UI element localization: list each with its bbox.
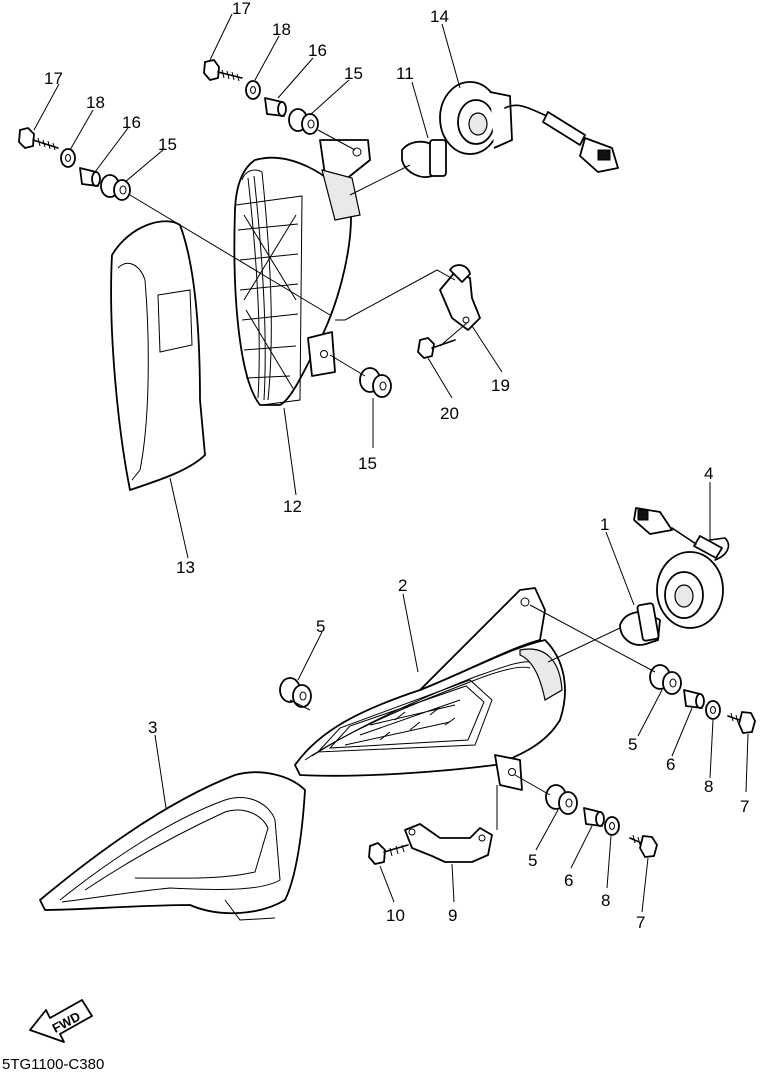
callout-6-lower: 6 (564, 871, 573, 890)
callout-16-top: 16 (308, 41, 327, 60)
callout-3: 3 (148, 718, 157, 737)
collar-16-left (79, 167, 101, 187)
bracket-19 (439, 264, 481, 331)
callout-18-left: 18 (86, 93, 105, 112)
callout-2: 2 (398, 576, 407, 595)
washer-18-top (245, 80, 261, 100)
callout-20: 20 (440, 404, 459, 423)
washer-8-lower (604, 816, 620, 836)
collar-16-top (264, 97, 287, 117)
grommet-15-left (100, 174, 131, 201)
bolt-17-top (203, 59, 243, 82)
callout-6-right: 6 (666, 755, 675, 774)
grommet-15-top (288, 108, 319, 135)
lens-cover-upper (110, 220, 206, 491)
callout-4: 4 (704, 464, 713, 483)
lamp-body-lower (294, 587, 566, 791)
grommet-15-lower (359, 367, 392, 398)
bolt-17-left (18, 127, 59, 151)
washer-18-left (60, 148, 76, 168)
assembly-guide-lines-lower (289, 604, 656, 830)
collar-6-right (683, 689, 705, 709)
callout-5-right: 5 (628, 735, 637, 754)
grommet-5-lower (545, 784, 578, 815)
leader-lines (33, 13, 749, 913)
fwd-arrow: FWD (29, 999, 93, 1043)
screw-20 (417, 337, 456, 359)
callout-5-lower: 5 (528, 851, 537, 870)
callout-15-lower: 15 (358, 454, 377, 473)
callout-11: 11 (396, 64, 414, 83)
callout-7-lower: 7 (636, 913, 645, 932)
callout-10: 10 (386, 906, 405, 925)
washer-8-right (705, 700, 721, 720)
callout-12: 12 (283, 497, 302, 516)
lens-cover-lower (39, 771, 306, 921)
callout-18-top: 18 (272, 20, 291, 39)
screw-10 (368, 842, 409, 865)
lamp-body-upper (233, 139, 371, 406)
callout-7-right: 7 (740, 797, 749, 816)
grommet-5-right (649, 664, 682, 695)
bulb-upper (401, 139, 447, 178)
callout-9: 9 (448, 906, 457, 925)
callout-17-left: 17 (44, 69, 63, 88)
collar-6-lower (583, 807, 605, 827)
callout-labels: 17 18 16 15 14 11 17 18 16 15 19 20 15 1… (44, 0, 749, 932)
callout-8-right: 8 (704, 777, 713, 796)
drawing-code: 5TG1100-C380 (2, 1056, 104, 1073)
callout-5-left: 5 (316, 617, 325, 636)
grommet-5-left (279, 677, 312, 708)
socket-harness-upper (439, 81, 619, 173)
callout-16-left: 16 (122, 113, 141, 132)
bracket-9 (404, 823, 493, 863)
fwd-label: FWD (50, 1009, 83, 1036)
assembly-guide-lines-upper (129, 129, 469, 377)
bolt-7-right (727, 711, 756, 734)
callout-15-top: 15 (344, 64, 363, 83)
callout-17-top: 17 (232, 0, 251, 18)
callout-1: 1 (600, 515, 609, 534)
callout-15-left: 15 (158, 135, 177, 154)
bolt-7-lower (629, 834, 658, 858)
socket-harness-lower (633, 507, 730, 629)
bulb-lower (619, 602, 661, 646)
callout-14: 14 (430, 7, 449, 26)
callout-8-lower: 8 (601, 891, 610, 910)
callout-13: 13 (176, 558, 195, 577)
callout-19: 19 (491, 376, 510, 395)
